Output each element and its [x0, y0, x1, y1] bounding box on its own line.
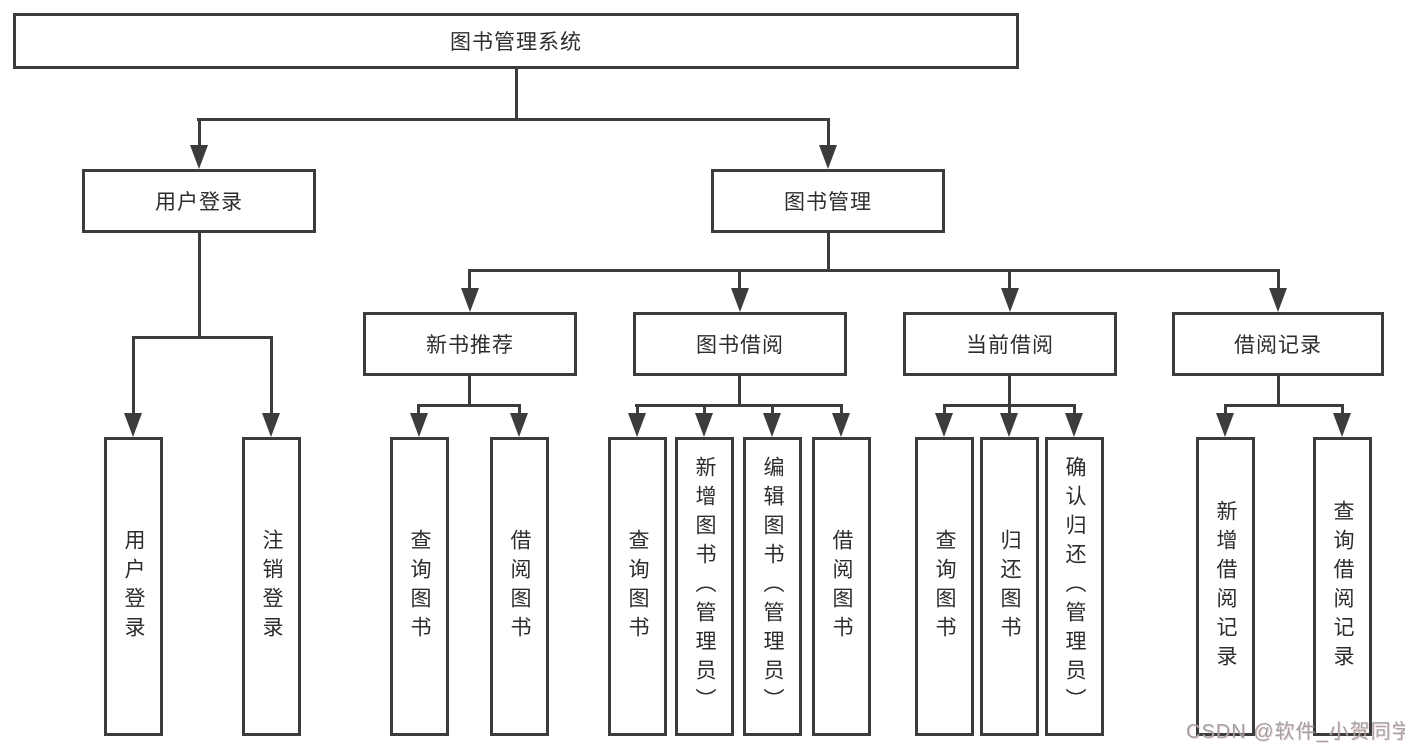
connector-root-stem: [515, 67, 518, 121]
arrow-into-user-login: [190, 145, 208, 169]
connector-sec3-stem: [1008, 376, 1011, 407]
arrow-into-sec1: [461, 288, 479, 312]
connector-user-login-stem: [198, 233, 201, 338]
arrow-sec2-c4: [832, 413, 850, 437]
connector-sec4-arm: [1277, 269, 1280, 291]
connector-ul-child2-arm: [270, 336, 273, 415]
connector-sec2-c1-arm: [636, 404, 639, 416]
leaf-bb-add-books-admin: 新增图书（管理员）: [675, 437, 734, 736]
leaf-logout-label: 注销登录: [260, 528, 283, 645]
leaf-br-query-record: 查询借阅记录: [1313, 437, 1372, 736]
leaf-bb-query-books-label: 查询图书: [626, 528, 649, 645]
leaf-br-add-record: 新增借阅记录: [1196, 437, 1255, 736]
leaf-nbr-query-books-label: 查询图书: [408, 528, 431, 645]
leaf-bb-borrow-books-label: 借阅图书: [830, 528, 853, 645]
leaf-logout: 注销登录: [242, 437, 301, 736]
connector-sec1-stem: [468, 376, 471, 407]
arrow-into-sec2: [731, 288, 749, 312]
connector-sec2-hbar: [635, 404, 842, 407]
arrow-sec2-c2: [695, 413, 713, 437]
leaf-bb-query-books: 查询图书: [608, 437, 667, 736]
arrow-into-book-mgmt: [819, 145, 837, 169]
arrow-into-ul-child1: [124, 413, 142, 437]
arrow-into-sec4: [1269, 288, 1287, 312]
node-root: 图书管理系统: [13, 13, 1019, 69]
connector-sec1-arm: [468, 269, 471, 291]
leaf-user-login-label: 用户登录: [122, 528, 145, 645]
node-user-login: 用户登录: [82, 169, 316, 233]
arrow-sec3-c3: [1065, 413, 1083, 437]
connector-sec4-hbar: [1224, 404, 1343, 407]
node-user-login-label: 用户登录: [155, 191, 243, 214]
leaf-cb-confirm-return-admin: 确认归还（管理员）: [1045, 437, 1104, 736]
node-current-borrowing-label: 当前借阅: [966, 334, 1054, 357]
leaf-nbr-borrow-books: 借阅图书: [490, 437, 549, 736]
arrow-into-sec3: [1001, 288, 1019, 312]
connector-sec1-c1-arm: [417, 404, 420, 416]
node-book-management: 图书管理: [711, 169, 945, 233]
connector-sec2-c2-arm: [703, 404, 706, 416]
arrow-sec4-c2: [1333, 413, 1351, 437]
arrow-into-ul-child2: [262, 413, 280, 437]
connector-sec2-stem: [738, 376, 741, 407]
leaf-bb-borrow-books: 借阅图书: [812, 437, 871, 736]
node-book-borrowing-label: 图书借阅: [696, 334, 784, 357]
node-book-management-label: 图书管理: [784, 191, 872, 214]
connector-sec3-c3-arm: [1073, 404, 1076, 416]
arrow-sec4-c1: [1216, 413, 1234, 437]
connector-user-login-hbar: [132, 336, 273, 339]
leaf-br-query-record-label: 查询借阅记录: [1331, 499, 1354, 674]
node-root-label: 图书管理系统: [450, 31, 582, 54]
leaf-br-add-record-label: 新增借阅记录: [1214, 499, 1237, 674]
arrow-sec1-c1: [410, 413, 428, 437]
arrow-sec1-c2: [510, 413, 528, 437]
arrow-sec2-c1: [628, 413, 646, 437]
connector-user-login-arm: [198, 118, 201, 148]
connector-level1-hbar: [197, 118, 830, 121]
connector-book-mgmt-arm: [827, 118, 830, 148]
node-book-borrowing: 图书借阅: [633, 312, 847, 376]
leaf-nbr-query-books: 查询图书: [390, 437, 449, 736]
connector-sec3-arm: [1008, 269, 1011, 291]
arrow-sec3-c1: [935, 413, 953, 437]
connector-sec2-c3-arm: [771, 404, 774, 416]
connector-sec3-c2-arm: [1008, 404, 1011, 416]
leaf-cb-query-books: 查询图书: [915, 437, 974, 736]
arrow-sec2-c3: [763, 413, 781, 437]
leaf-user-login: 用户登录: [104, 437, 163, 736]
leaf-cb-query-books-label: 查询图书: [933, 528, 956, 645]
connector-sec2-c4-arm: [840, 404, 843, 416]
connector-sec4-c1-arm: [1224, 404, 1227, 416]
leaf-bb-edit-books-admin: 编辑图书（管理员）: [743, 437, 802, 736]
leaf-cb-return-books-label: 归还图书: [998, 528, 1021, 645]
leaf-cb-confirm-return-admin-label: 确认归还（管理员）: [1063, 456, 1086, 717]
node-borrowing-records-label: 借阅记录: [1234, 334, 1322, 357]
node-current-borrowing: 当前借阅: [903, 312, 1117, 376]
leaf-nbr-borrow-books-label: 借阅图书: [508, 528, 531, 645]
connector-level2-hbar: [468, 269, 1280, 272]
leaf-bb-add-books-admin-label: 新增图书（管理员）: [693, 456, 716, 717]
connector-book-mgmt-stem: [827, 233, 830, 271]
connector-ul-child1-arm: [132, 336, 135, 415]
leaf-bb-edit-books-admin-label: 编辑图书（管理员）: [761, 456, 784, 717]
node-new-book-recommend-label: 新书推荐: [426, 334, 514, 357]
connector-sec2-arm: [738, 269, 741, 291]
connector-sec1-hbar: [417, 404, 521, 407]
leaf-cb-return-books: 归还图书: [980, 437, 1039, 736]
csdn-watermark: CSDN @软件_小贺同学: [1186, 721, 1405, 743]
connector-sec3-c1-arm: [943, 404, 946, 416]
arrow-sec3-c2: [1000, 413, 1018, 437]
connector-sec4-stem: [1277, 376, 1280, 407]
node-new-book-recommend: 新书推荐: [363, 312, 577, 376]
connector-sec1-c2-arm: [518, 404, 521, 416]
node-borrowing-records: 借阅记录: [1172, 312, 1384, 376]
connector-sec4-c2-arm: [1341, 404, 1344, 416]
